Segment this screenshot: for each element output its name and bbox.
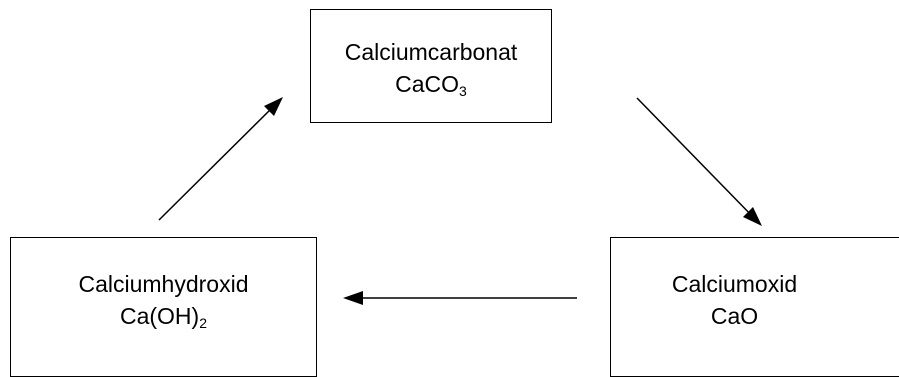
arrow-oxid-to-hydroxid-head — [343, 291, 363, 305]
arrow-carbonat-to-oxid-head — [743, 207, 762, 226]
calciumhydroxid-box: Calciumhydroxid Ca(OH)2 — [10, 237, 317, 377]
calciumcarbonat-formula-subscript: 3 — [459, 83, 467, 99]
calciumhydroxid-name: Calciumhydroxid — [78, 271, 249, 297]
calciumhydroxid-formula-subscript: 2 — [199, 315, 208, 331]
arrow-hydroxid-to-carbonat — [158, 103, 277, 221]
calciumoxid-name: Calciumoxid — [671, 271, 798, 297]
calciumoxid-box: Calciumoxid CaO — [610, 237, 899, 377]
reaction-arrows — [158, 97, 762, 305]
calciumcarbonat-formula: CaCO3 — [395, 68, 467, 100]
calciumhydroxid-formula: Ca(OH)2 — [120, 300, 207, 332]
calciumhydroxid-formula-main: Ca(OH) — [119, 303, 200, 329]
calciumcarbonat-name: Calciumcarbonat — [344, 39, 518, 65]
calciumoxid-formula: CaO — [710, 303, 759, 329]
calciumcarbonat-formula-main: CaCO — [395, 71, 460, 97]
arrow-carbonat-to-oxid — [636, 97, 758, 222]
calciumcarbonat-box: Calciumcarbonat CaCO3 — [310, 9, 552, 123]
arrow-hydroxid-to-carbonat-head — [264, 97, 283, 116]
